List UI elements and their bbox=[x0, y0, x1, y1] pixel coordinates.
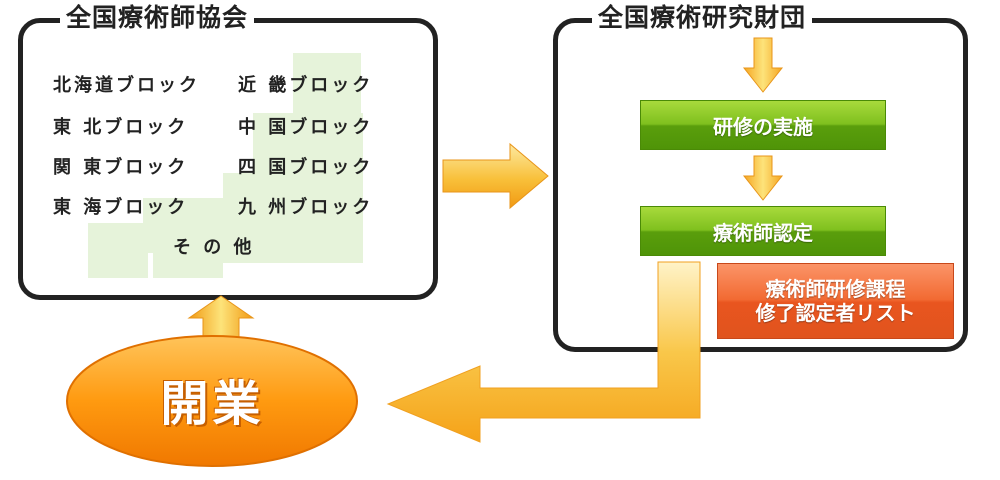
block-tokai: 東 海ブロック bbox=[53, 197, 189, 218]
block-kyushu: 九 州ブロック bbox=[238, 197, 374, 218]
block-tohoku: 東 北ブロック bbox=[53, 117, 189, 138]
japan-map-shape bbox=[293, 53, 361, 113]
block-chugoku: 中 国ブロック bbox=[238, 117, 374, 138]
foundation-title: 全国療術研究財団 bbox=[592, 2, 813, 34]
japan-map-shape bbox=[143, 198, 233, 253]
certified-list: 療術師研修課程 修了認定者リスト bbox=[717, 263, 954, 339]
japan-map-shape bbox=[153, 248, 223, 278]
japan-map-shape bbox=[223, 173, 363, 263]
japan-map-shape bbox=[253, 113, 363, 183]
association-box: 北海道ブロック 近 畿ブロック 東 北ブロック 中 国ブロック 関 東ブロック … bbox=[18, 18, 438, 300]
certified-list-line1: 療術師研修課程 bbox=[765, 277, 906, 301]
block-shikoku: 四 国ブロック bbox=[238, 157, 374, 178]
training-step: 研修の実施 bbox=[640, 100, 886, 150]
block-kanto: 関 東ブロック bbox=[53, 157, 189, 178]
japan-map-shape bbox=[88, 223, 148, 278]
kaigyou-ellipse: 開業 bbox=[65, 334, 360, 468]
association-title: 全国療術師協会 bbox=[60, 2, 255, 34]
certified-list-line2: 修了認定者リスト bbox=[755, 301, 916, 325]
block-other: そ の 他 bbox=[173, 237, 255, 258]
kaigyou-ellipse-shape bbox=[66, 335, 358, 467]
certification-step: 療術師認定 bbox=[640, 206, 886, 256]
block-hokkaido: 北海道ブロック bbox=[53, 75, 200, 96]
kaigyou-label: 開業 bbox=[160, 376, 265, 432]
arrow-right bbox=[442, 142, 549, 210]
block-kinki: 近 畿ブロック bbox=[238, 75, 374, 96]
